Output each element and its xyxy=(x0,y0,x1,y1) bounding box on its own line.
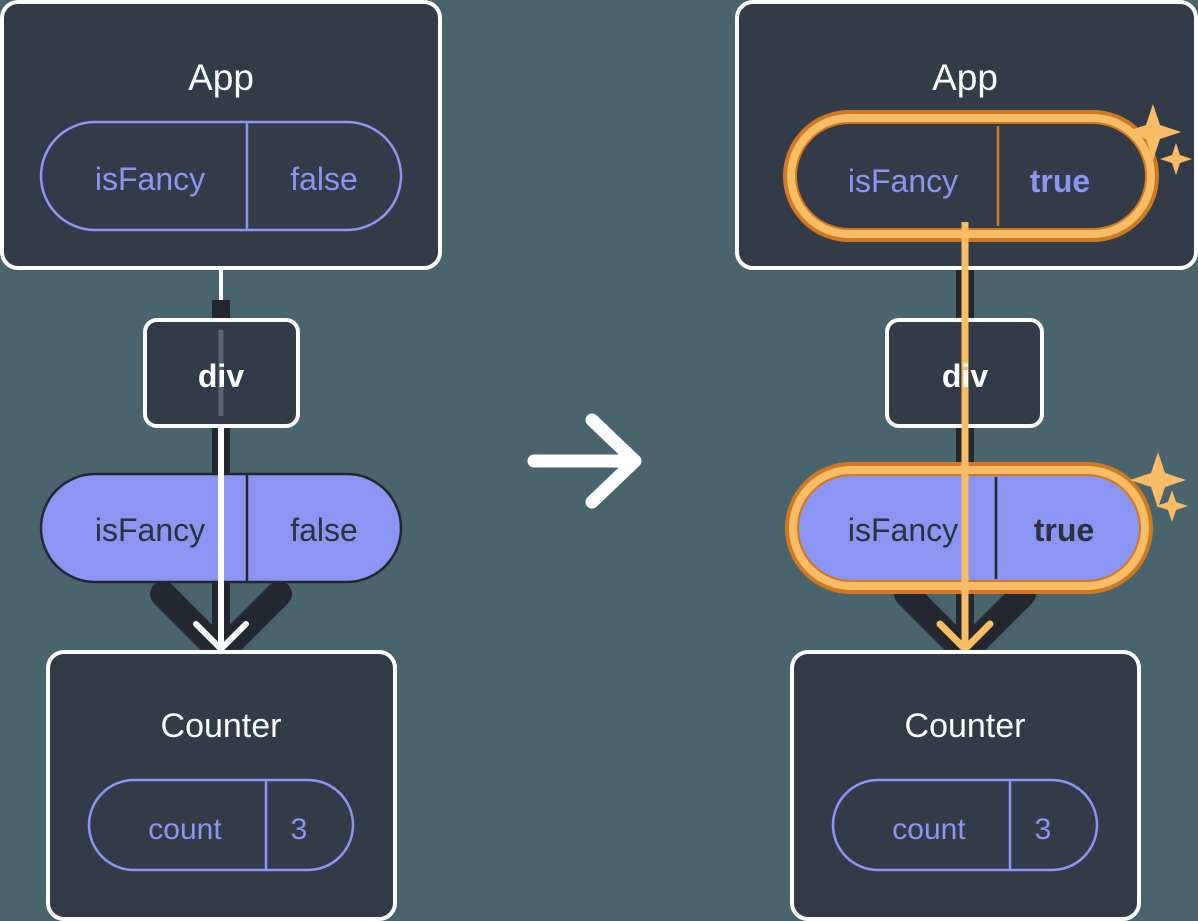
div-title-after: div xyxy=(942,358,988,394)
app-pill-name-before: isFancy xyxy=(95,161,205,197)
app-pill-before xyxy=(39,120,403,232)
counter-pill-name-before: count xyxy=(148,813,222,846)
prop-pill-value-after: true xyxy=(1034,512,1094,548)
app-pill-name-after: isFancy xyxy=(848,163,958,199)
counter-pill-name-after: count xyxy=(892,813,966,846)
app-title-before: App xyxy=(188,57,254,98)
sparkle-icon-app-after xyxy=(1125,104,1192,175)
app-pill-after xyxy=(797,124,1145,228)
arrowhead-after-inner xyxy=(936,620,994,653)
prop-pill-name-before: isFancy xyxy=(95,512,205,548)
counter-pill-value-after: 3 xyxy=(1035,813,1052,846)
prop-pill-highlight-inner-after xyxy=(789,466,1149,590)
app-pill-highlight-inner-after xyxy=(787,114,1155,238)
sparkle-icon-prop-after xyxy=(1130,452,1188,522)
after-panel-group xyxy=(735,0,1198,921)
counter-pill-value-before: 3 xyxy=(291,813,308,846)
arrowhead-before-inner xyxy=(193,621,249,652)
app-title-after: App xyxy=(932,57,998,98)
prop-pill-after xyxy=(799,476,1139,580)
text-layer: App isFancy false div isFancy false Coun… xyxy=(95,57,1094,846)
before-panel-group xyxy=(0,0,442,921)
counter-pill-before xyxy=(87,778,355,872)
div-title-before: div xyxy=(198,358,244,394)
app-pill-value-before: false xyxy=(290,161,358,197)
prop-pill-name-after: isFancy xyxy=(848,512,958,548)
transition-arrow-icon xyxy=(527,413,642,509)
counter-pill-after xyxy=(831,778,1099,872)
prop-pill-value-before: false xyxy=(290,512,358,548)
counter-title-before: Counter xyxy=(161,707,282,745)
counter-title-after: Counter xyxy=(905,707,1026,745)
app-pill-value-after: true xyxy=(1030,163,1090,199)
